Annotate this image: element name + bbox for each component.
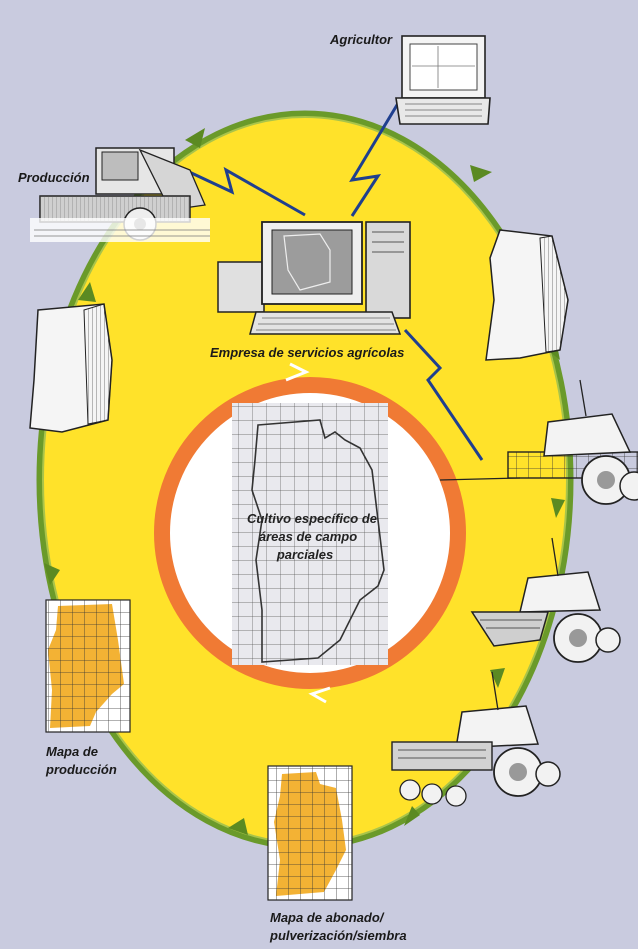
yield-map-grid <box>46 600 130 732</box>
farmer-label: Agricultor <box>329 32 393 47</box>
center-text-line3: parciales <box>276 547 333 562</box>
yield-map-label-line2: producción <box>45 762 117 777</box>
production-label: Producción <box>18 170 90 185</box>
service-company-label: Empresa de servicios agrícolas <box>210 345 404 360</box>
field-parcel-icon <box>30 304 112 432</box>
fertilizing-map-grid <box>268 766 352 900</box>
yield-map-label-line1: Mapa de <box>46 744 98 759</box>
fertilizing-map <box>268 766 352 900</box>
laptop-icon <box>396 36 490 124</box>
yield-map <box>46 600 130 732</box>
center-field-map: Cultivo específico de áreas de campo par… <box>232 403 388 665</box>
center-text-line1: Cultivo específico de <box>247 511 377 526</box>
field-parcel-icon <box>486 230 568 360</box>
center-text-line2: áreas de campo <box>259 529 357 544</box>
fertilizing-map-label-line1: Mapa de abonado/ <box>270 910 385 925</box>
fertilizing-map-label-line2: pulverización/siembra <box>269 928 407 943</box>
